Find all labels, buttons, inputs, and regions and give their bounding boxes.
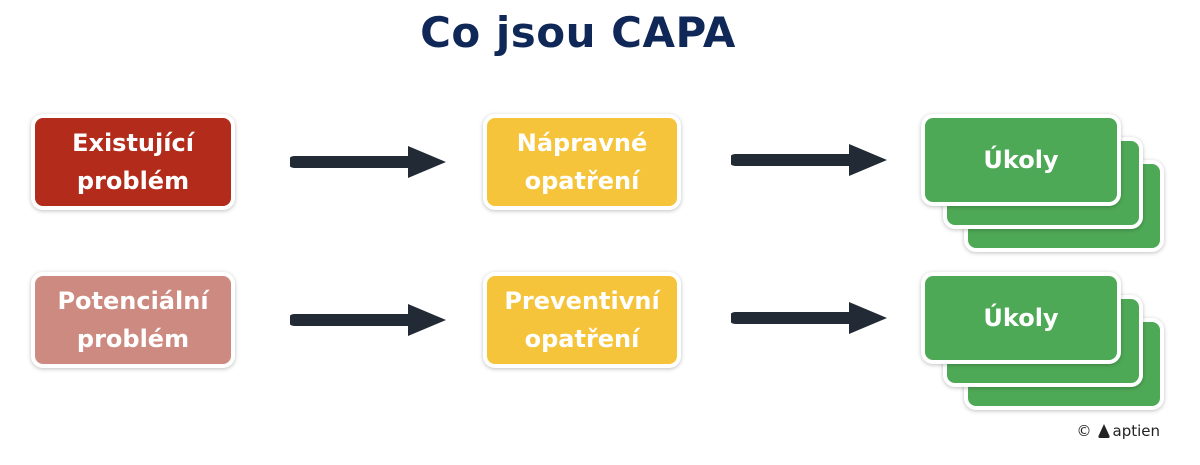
page-title: Co jsou CAPA xyxy=(420,8,736,57)
preventive-action-label: Preventivní opatření xyxy=(504,287,660,353)
existing-problem-label: Existující problém xyxy=(72,129,194,195)
footer-brand: © aptien xyxy=(1077,422,1161,440)
task-card-front: Úkoly xyxy=(921,114,1121,206)
existing-problem-box: Existující problém xyxy=(31,114,235,210)
tasks-label: Úkoly xyxy=(983,304,1059,332)
arrow-preventive-to-tasks-icon xyxy=(731,302,887,334)
corrective-action-box: Nápravné opatření xyxy=(483,114,681,210)
potential-problem-box: Potenciální problém xyxy=(31,272,235,368)
arrow-potential-to-preventive-icon xyxy=(290,304,446,336)
preventive-action-box: Preventivní opatření xyxy=(483,272,681,368)
aptien-logo-icon xyxy=(1097,424,1110,438)
brand-name: aptien xyxy=(1112,422,1161,440)
potential-problem-label: Potenciální problém xyxy=(57,287,209,353)
arrow-corrective-to-tasks-icon xyxy=(731,144,887,176)
corrective-action-label: Nápravné opatření xyxy=(516,129,648,195)
arrow-problem-to-corrective-icon xyxy=(290,146,446,178)
task-card-front: Úkoly xyxy=(921,272,1121,364)
copyright-symbol: © xyxy=(1076,422,1092,440)
tasks-label: Úkoly xyxy=(983,146,1059,174)
